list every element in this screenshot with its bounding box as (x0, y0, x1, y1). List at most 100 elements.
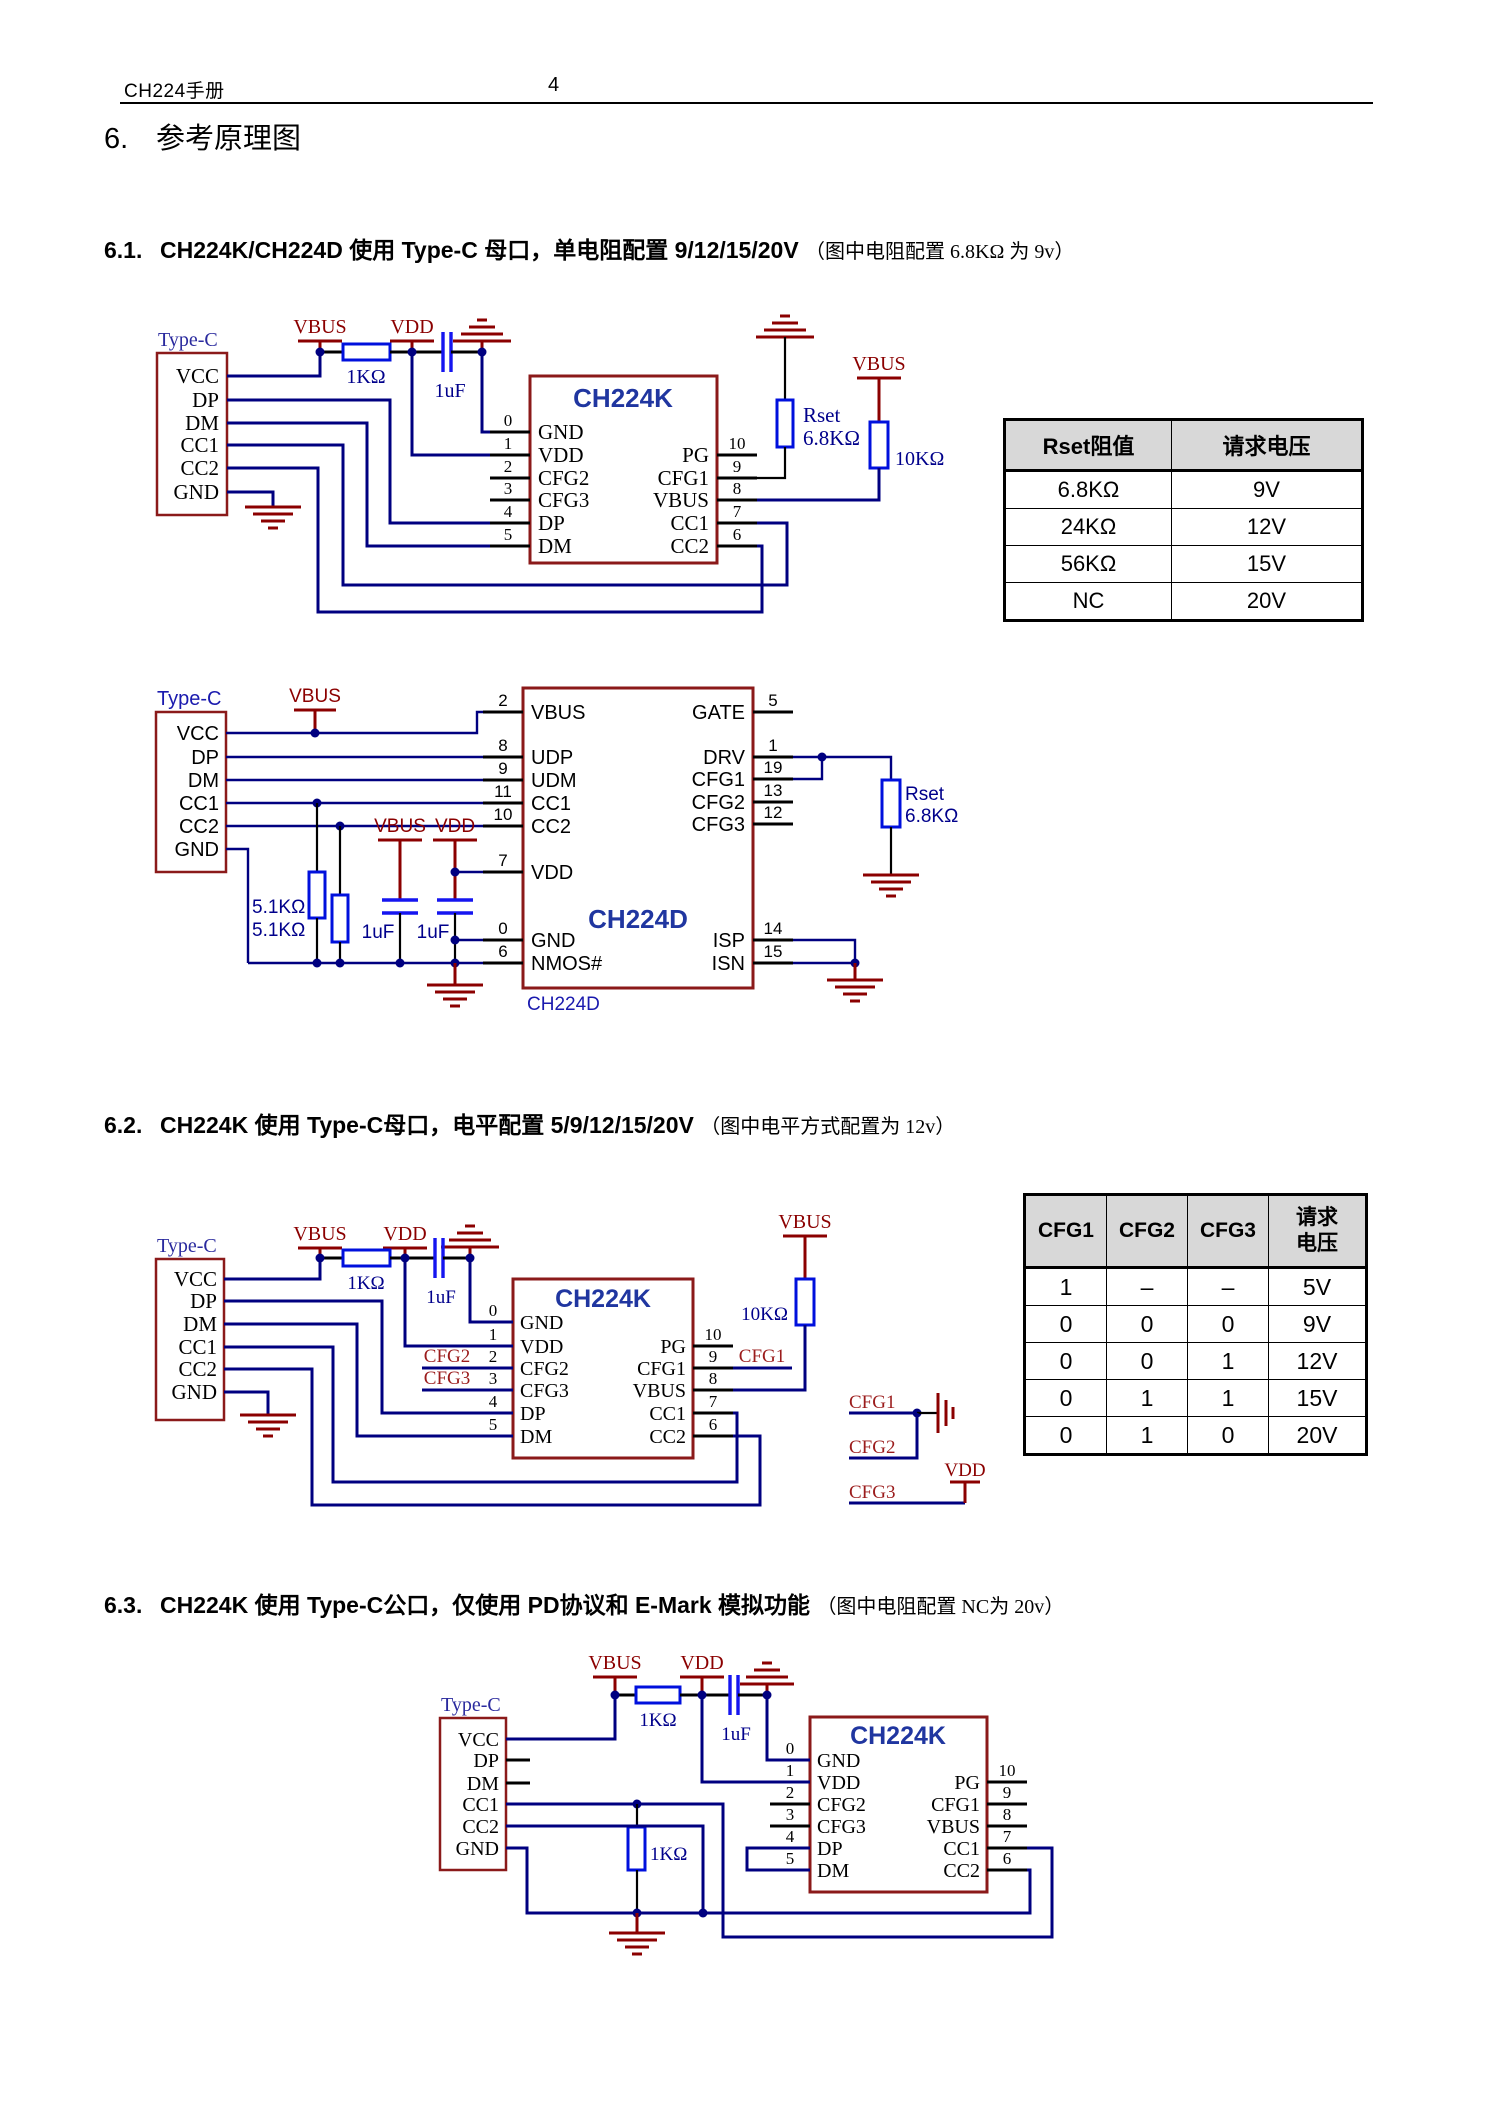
pin-label: DP (817, 1838, 843, 1860)
pin-label: CFG1 (931, 1794, 980, 1816)
wire-vdd (700, 1695, 810, 1784)
pin-label: DP (192, 388, 219, 412)
resistor-1k (634, 1685, 682, 1705)
pin-number: 0 (489, 1301, 498, 1320)
table-header: CFG1 (1024, 1194, 1107, 1269)
pin-label: CC2 (462, 1816, 499, 1838)
pin-label: PG (660, 1336, 686, 1358)
wire-dp (227, 398, 490, 525)
pin-label: ISN (712, 953, 745, 975)
pin-label: CFG2 (692, 792, 745, 814)
capacitor-1uf (441, 332, 453, 372)
pin-label: UDM (531, 770, 577, 792)
pin-number: 5 (768, 691, 777, 710)
schematic-ch224k-plug-emarker: Type-C VCC DP DM CC1 CC2 GND VBUS VDD 1K… (438, 1652, 1054, 1956)
pin-label: DM (467, 1773, 499, 1795)
chip-ch224k: CH224K 0 1 2 3 4 5 GND VDD CFG2 CFG3 DP … (490, 374, 757, 565)
pin-number: 0 (498, 919, 507, 938)
pin-label: VBUS (531, 702, 585, 724)
wire-dp (224, 1299, 513, 1415)
pin-number: 11 (494, 782, 512, 801)
wire-cc2 (506, 1824, 705, 1913)
resistor-1k (341, 342, 392, 362)
pin-number: 4 (489, 1392, 498, 1411)
vbus-symbol: VBUS (293, 316, 347, 352)
pin-number: 7 (733, 502, 742, 521)
pin-number: 5 (786, 1849, 795, 1868)
subsection-number: 6.3. (104, 1592, 143, 1618)
resistor-5k1-cc1 (307, 870, 327, 920)
vdd-symbol: VDD (433, 816, 477, 900)
pin-label: DM (538, 534, 572, 558)
subsection-6-1: 6.1. CH224K/CH224D 使用 Type-C 母口，单电阻配置 9/1… (104, 231, 1074, 265)
capacitor-1uf (433, 1238, 445, 1278)
subsection-note: （图中电平方式配置为 12v） (700, 1116, 956, 1138)
resistor-rset (775, 398, 795, 449)
chip-ch224d: CH224D CH224D 2 8 9 11 10 7 0 6 VBUS UDP… (483, 686, 793, 1015)
schematic-ch224k-level-config: Type-C VCC DP DM CC1 CC2 GND VBUS VDD 1K… (154, 1211, 986, 1507)
pin-label: GND (172, 1380, 218, 1404)
pin-label: VCC (174, 1267, 217, 1291)
wire-gnd (765, 1695, 810, 1762)
pin-label: GND (817, 1750, 860, 1772)
net-label-cfg1: CFG1 (739, 1346, 785, 1367)
wire-cc2 (227, 466, 764, 614)
pin-label: DP (538, 511, 565, 535)
wire-vdd (410, 352, 490, 457)
pin-label: DM (817, 1860, 849, 1882)
pin-label: GND (175, 839, 219, 861)
svg-text:VBUS: VBUS (778, 1211, 831, 1233)
wire-cc1 (224, 1345, 739, 1484)
pin-number: 9 (709, 1347, 718, 1366)
pin-label: PG (954, 1772, 980, 1794)
pin-label: CC2 (179, 816, 219, 838)
pin-label: VBUS (927, 1816, 980, 1838)
pin-number: 12 (764, 803, 783, 822)
pin-label: CFG2 (538, 466, 589, 490)
pin-label: DM (188, 770, 219, 792)
chip-ch224k: CH224K 0 1 2 3 4 5 GND VDD CFG2 CFG3 DP … (770, 1715, 1027, 1894)
pin-label: DM (520, 1426, 552, 1448)
net-label-cfg3: CFG3 (849, 1482, 895, 1503)
pin-label: DM (185, 411, 219, 435)
pin-number: 1 (786, 1761, 795, 1780)
pin-number: 2 (489, 1347, 498, 1366)
resistor-1k-cc-value: 1KΩ (650, 1844, 687, 1865)
svg-text:VDD: VDD (383, 1223, 426, 1245)
resistor-1k-value: 1KΩ (346, 366, 385, 388)
pin-number: 10 (705, 1325, 722, 1344)
pin-number: 3 (786, 1805, 795, 1824)
pin-number: 1 (504, 434, 513, 453)
pin-number: 4 (504, 502, 513, 521)
page-header: CH224手册 4 (120, 72, 1373, 104)
capacitor-value: 1uF (721, 1724, 751, 1745)
pin-label: DP (191, 747, 219, 769)
pin-number: 1 (768, 736, 777, 755)
resistor-10k-value: 10KΩ (895, 448, 944, 470)
table-header: CFG2 (1106, 1194, 1188, 1269)
pin-number: 19 (764, 758, 783, 777)
pin-label: CFG2 (520, 1358, 569, 1380)
pin-number: 8 (498, 736, 507, 755)
pin-label: CC1 (649, 1403, 686, 1425)
vbus-symbol: VBUS (588, 1652, 642, 1695)
pin-label: GATE (692, 702, 745, 724)
resistor-10k (794, 1277, 816, 1327)
pin-label: CFG1 (658, 466, 709, 490)
ground-icon (453, 318, 511, 352)
subsection-title: CH224K/CH224D 使用 Type-C 母口，单电阻配置 9/12/15… (160, 237, 806, 263)
svg-text:VDD: VDD (680, 1652, 723, 1674)
pin-number: 15 (764, 942, 783, 961)
subsection-number: 6.1. (104, 237, 143, 263)
vbus-symbol: VBUS (778, 1211, 832, 1279)
vdd-symbol: VDD (680, 1652, 724, 1695)
pin-number: 1 (489, 1325, 498, 1344)
capacitor-1uf (728, 1675, 740, 1715)
pin-label: CFG3 (538, 488, 589, 512)
